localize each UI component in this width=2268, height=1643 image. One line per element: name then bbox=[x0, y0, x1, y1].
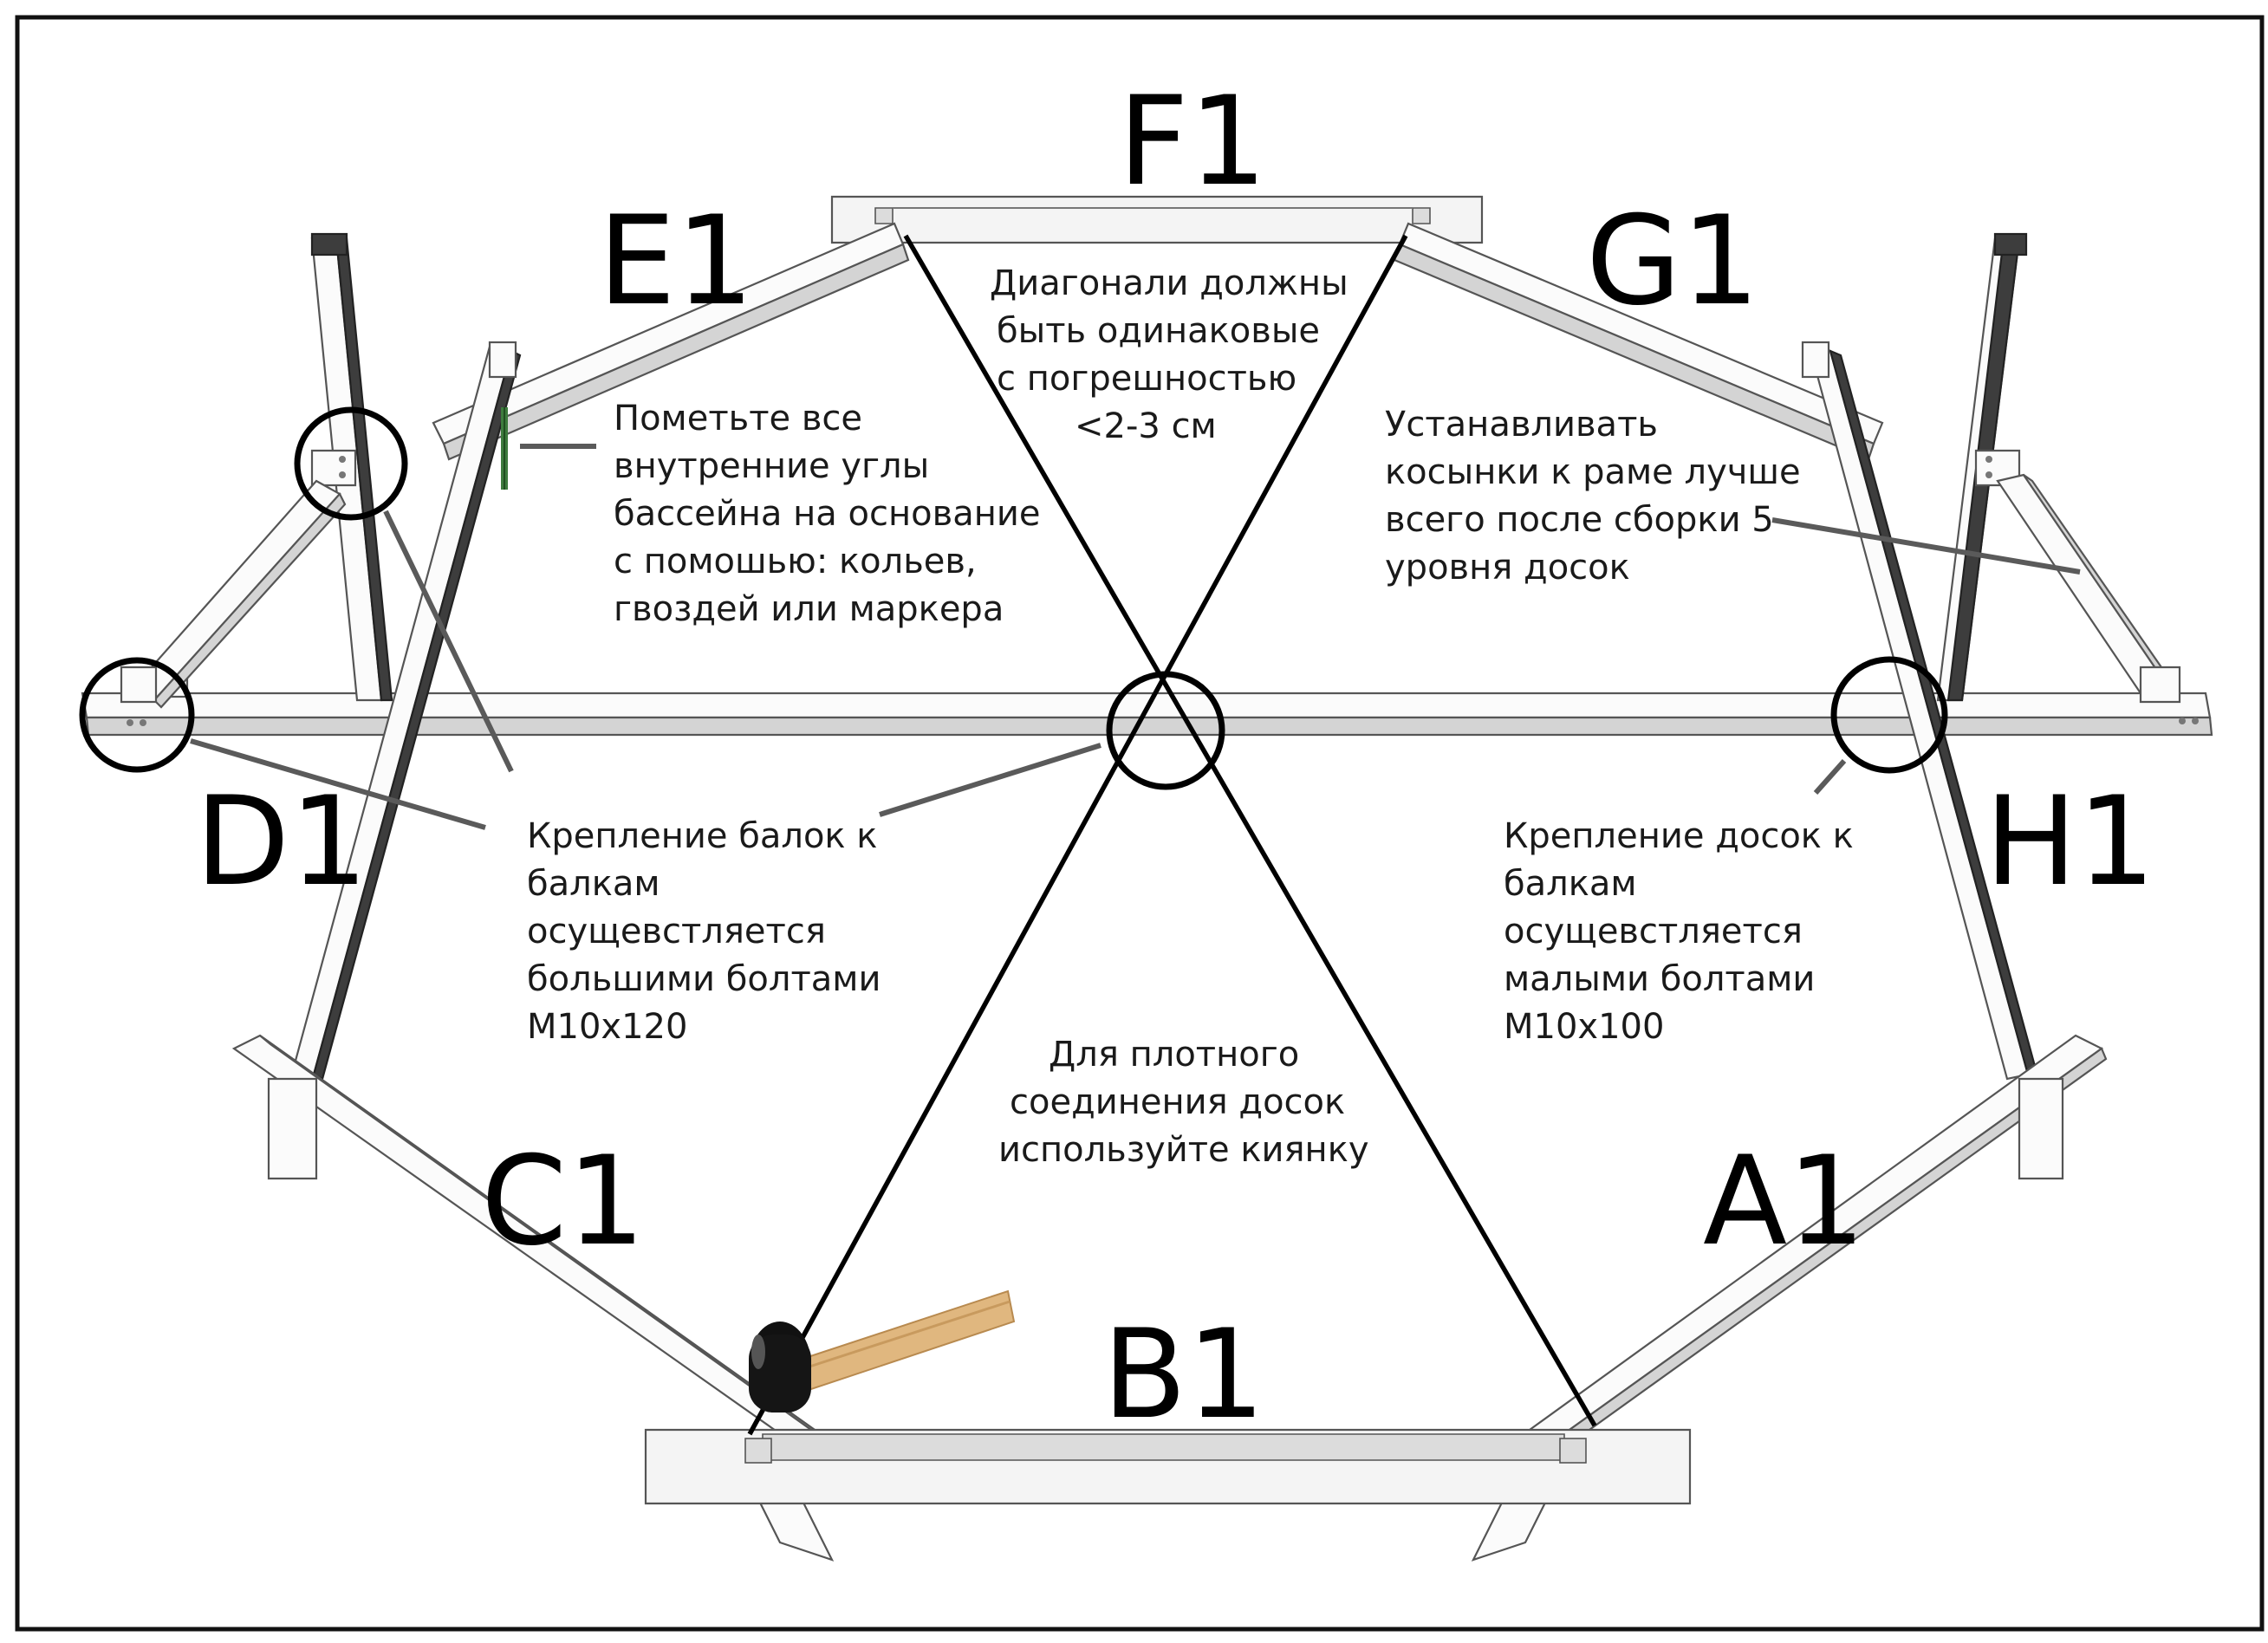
label-f1: F1 bbox=[1118, 70, 1267, 213]
right-support bbox=[1936, 232, 2181, 704]
note-mark-corners-line: внутренние углы bbox=[614, 446, 929, 486]
note-diagonals-line: <2-3 см bbox=[1075, 406, 1217, 446]
note-mallet-line: соединения досок bbox=[1010, 1082, 1345, 1122]
circle-board-joint bbox=[1830, 656, 1948, 774]
note-beam-to-beam: Крепление балок к балкам осущевстляется … bbox=[527, 816, 881, 1047]
diagonal-lines bbox=[747, 234, 1597, 1436]
marker-icon bbox=[501, 407, 508, 490]
note-beam-to-beam-line: осущевстляется bbox=[527, 912, 826, 951]
left-support bbox=[120, 232, 393, 709]
diagonal-2 bbox=[747, 234, 1408, 1436]
note-mark-corners-line: бассейна на основание bbox=[614, 494, 1040, 534]
note-board-to-beam-line: балкам bbox=[1504, 864, 1637, 904]
mallet-icon bbox=[749, 1289, 1016, 1412]
note-diagonals-line: с погрешностью bbox=[997, 359, 1296, 399]
beam-e1 bbox=[432, 222, 910, 461]
label-h1: H1 bbox=[1985, 770, 2155, 913]
note-gussets-line: уровня досок bbox=[1385, 548, 1630, 588]
note-mark-corners-line: Пометьте все bbox=[614, 399, 862, 438]
note-mark-corners-line: с помошью: кольев, bbox=[614, 542, 977, 581]
note-mark-corners: Пометьте все внутренние углы бассейна на… bbox=[614, 399, 1040, 629]
pointer-corner-left bbox=[190, 738, 486, 830]
circle-gusset-joint bbox=[294, 406, 408, 521]
beam-a1 bbox=[1471, 1034, 2108, 1562]
label-a1: A1 bbox=[1703, 1130, 1865, 1273]
pointer-board-joint bbox=[1813, 759, 1847, 795]
note-gussets: Устанавливать косынки к раме лучше всего… bbox=[1385, 405, 1801, 588]
note-mallet-line: Для плотного bbox=[1049, 1035, 1299, 1075]
note-board-to-beam-line: M10x100 bbox=[1504, 1007, 1664, 1047]
circle-center-joint bbox=[1106, 671, 1225, 790]
beam-h1 bbox=[1801, 341, 2040, 1081]
note-mark-corners-line: гвоздей или маркера bbox=[614, 589, 1004, 629]
note-diagonals-line: быть одинаковые bbox=[997, 311, 1320, 351]
note-diagonals: Диагонали должны быть одинаковые с погре… bbox=[990, 263, 1348, 446]
note-board-to-beam: Крепление досок к балкам осущевстляется … bbox=[1504, 816, 1854, 1047]
note-diagonals-line: Диагонали должны bbox=[990, 263, 1348, 303]
pointer-center-joint bbox=[879, 743, 1102, 817]
note-mallet-line: используйте киянку bbox=[998, 1130, 1369, 1170]
label-g1: G1 bbox=[1586, 190, 1759, 333]
note-gussets-line: всего после сборки 5 bbox=[1385, 500, 1774, 540]
circle-corner-left bbox=[79, 657, 195, 773]
diagram-border bbox=[15, 15, 2265, 1632]
note-mallet: Для плотного соединения досок используйт… bbox=[998, 1035, 1369, 1170]
pointer-lines bbox=[190, 444, 2081, 830]
pointer-gussets bbox=[1771, 517, 2081, 575]
label-d1: D1 bbox=[195, 770, 368, 913]
plank-b1 bbox=[644, 1428, 1692, 1505]
note-gussets-line: косынки к раме лучше bbox=[1385, 452, 1801, 492]
label-b1: B1 bbox=[1102, 1303, 1265, 1446]
pointer-gusset-joint bbox=[383, 510, 514, 773]
note-beam-to-beam-line: Крепление балок к bbox=[527, 816, 877, 856]
note-beam-to-beam-line: M10x120 bbox=[527, 1007, 687, 1047]
note-board-to-beam-line: Крепление досок к bbox=[1504, 816, 1854, 856]
note-board-to-beam-line: малыми болтами bbox=[1504, 959, 1815, 999]
note-gussets-line: Устанавливать bbox=[1385, 405, 1658, 445]
label-c1: C1 bbox=[481, 1130, 646, 1273]
diagonal-1 bbox=[903, 234, 1597, 1427]
note-beam-to-beam-line: большими болтами bbox=[527, 959, 881, 999]
note-beam-to-beam-line: балкам bbox=[527, 864, 660, 904]
plank-f1 bbox=[830, 195, 1484, 244]
label-e1: E1 bbox=[598, 190, 754, 333]
note-board-to-beam-line: осущевстляется bbox=[1504, 912, 1803, 951]
beam-c1 bbox=[231, 1034, 835, 1562]
